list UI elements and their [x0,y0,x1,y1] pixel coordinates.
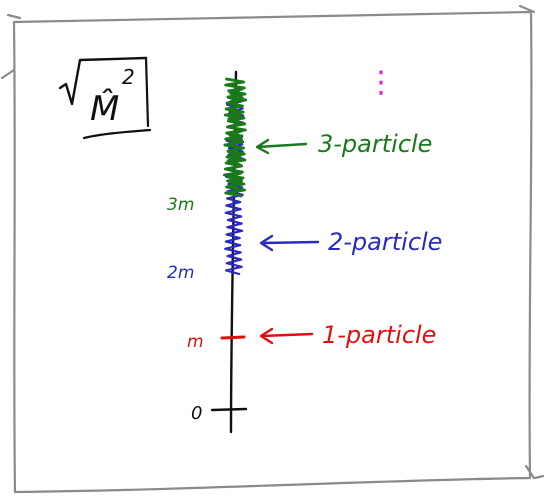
tick-label-3m: 3m [167,195,194,215]
sqrt-sign [58,56,148,106]
arrow-3-particle [255,138,308,155]
label-3-particle: 3-particle [318,130,432,158]
one-particle-tick [220,335,246,340]
box-right-edge [144,56,150,128]
operator-exponent: 2 [122,65,135,89]
box-bottom-edge [82,128,152,140]
label-1-particle: 1-particle [322,321,436,349]
continuum-scribble [226,83,244,192]
three-particle-continuum [223,77,248,198]
zero-label: 0 [191,403,202,424]
tick-label-m: m [187,332,204,352]
label-2-particle: 2-particle [328,228,442,256]
continuation-dots: ⋮ [366,65,396,100]
operator-symbol: M̂ [90,88,119,129]
zero-tick [210,407,248,412]
arrow-1-particle [259,327,314,345]
tick-label-2m: 2m [167,263,194,283]
page-frame [0,4,544,494]
arrow-2-particle [259,234,320,252]
operator-box: M̂ 2 [58,56,152,140]
